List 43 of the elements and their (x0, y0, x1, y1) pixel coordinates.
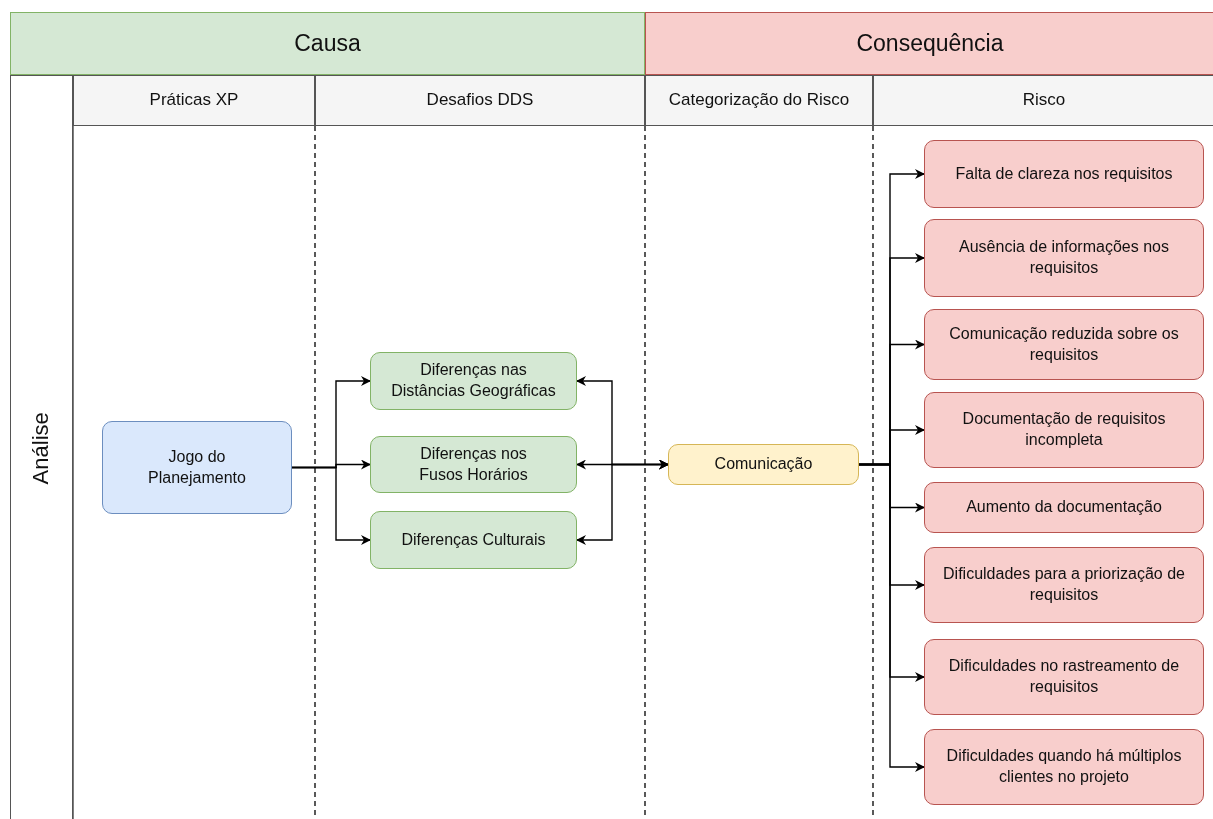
node-label: Análise (27, 411, 55, 485)
node-label: Práticas XP (149, 89, 239, 112)
node-label: Falta de clareza nos requisitos (955, 163, 1173, 184)
node-label: Ausência de informações nos requisitos (958, 237, 1170, 278)
header-band (645, 12, 1213, 75)
arrow (291, 466, 371, 545)
node-label: Categorização do Risco (668, 89, 850, 112)
process-box (924, 729, 1204, 805)
process-box (924, 392, 1204, 468)
process-box (102, 421, 292, 514)
lane-header (10, 75, 73, 819)
process-box (668, 444, 859, 485)
node-label: Diferenças Culturais (401, 529, 546, 550)
node-label: Documentação de requisitos incompleta (961, 409, 1167, 450)
node-label: Diferenças nos Fusos Horários (418, 443, 529, 485)
arrow (858, 463, 925, 772)
node-label: Dificuldades quando há múltiplos clientes no projeto (945, 746, 1183, 787)
process-box (924, 639, 1204, 715)
process-box (370, 511, 577, 569)
process-box (924, 482, 1204, 533)
column-header (73, 75, 315, 126)
node-label: Desafios DDS (426, 89, 534, 112)
column-header (645, 75, 873, 126)
process-box (370, 352, 577, 410)
process-box (370, 436, 577, 493)
node-label: Jogo do Planejamento (147, 446, 247, 488)
arrow (576, 459, 669, 545)
node-label: Risco (1022, 89, 1066, 112)
header-band (10, 12, 645, 75)
node-label: Dificuldades para a priorização de requisitos (942, 564, 1186, 605)
node-label: Comunicação reduzida sobre os requisitos (948, 323, 1180, 365)
node-label: Aumento da documentação (966, 497, 1162, 518)
column-header (873, 75, 1213, 126)
process-box (924, 547, 1204, 623)
node-label: Comunicação (714, 454, 813, 475)
node-label: Diferenças nas Distâncias Geográficas (390, 360, 557, 401)
process-box (924, 309, 1204, 380)
node-label: Causa (294, 28, 361, 58)
node-label: Dificuldades no rastreamento de requisitos (947, 656, 1181, 697)
process-box (924, 219, 1204, 297)
column-header (315, 75, 645, 126)
process-box (924, 140, 1204, 208)
node-label: Consequência (856, 28, 1004, 58)
